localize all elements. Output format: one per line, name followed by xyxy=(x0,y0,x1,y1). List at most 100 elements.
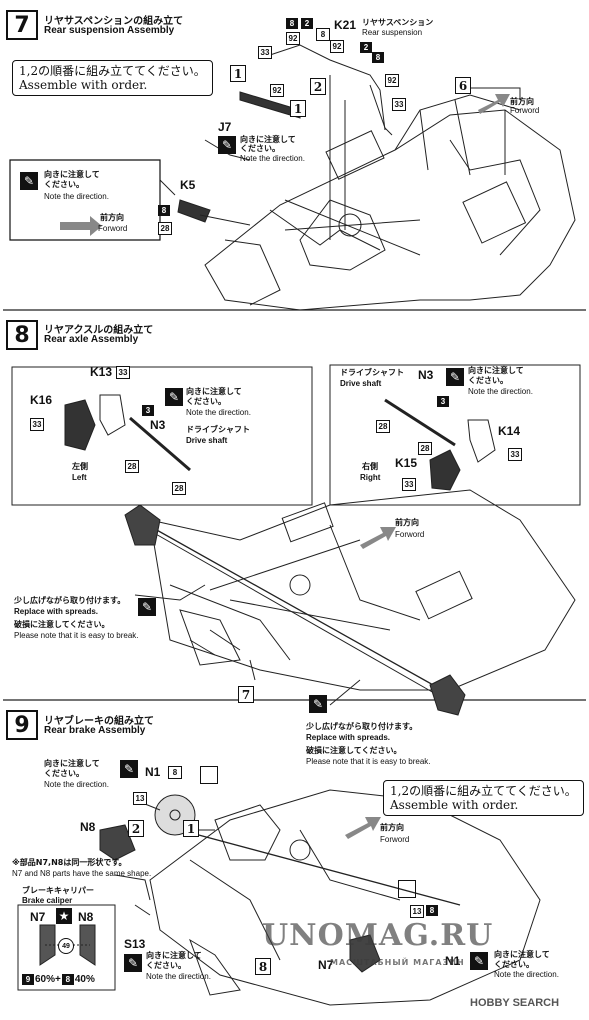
step-8-number: 8 xyxy=(6,320,38,350)
part-num: 33 xyxy=(508,448,522,461)
caliper-en: Brake caliper xyxy=(22,896,73,905)
left-jp: 左側 xyxy=(72,462,88,471)
forward-en: Forword xyxy=(395,530,425,539)
driveshaft-en: Drive shaft xyxy=(340,379,382,388)
ref-step-6: 6 xyxy=(455,77,471,94)
label-k16: K16 xyxy=(30,393,53,407)
step-9-title-en: Rear brake Assembly xyxy=(44,725,146,736)
part-num: 28 xyxy=(376,420,390,433)
label-k21: K21 xyxy=(334,18,357,32)
step-7-title-en: Rear suspension Assembly xyxy=(44,25,175,36)
part-num: 28 xyxy=(418,442,432,455)
step-7-title-jp: リヤサスペンションの組み立て xyxy=(44,16,184,27)
part-num: 3 xyxy=(142,405,154,416)
watermark-unomag: UNOMAG.RU xyxy=(262,918,494,953)
order-marker-1: 1 xyxy=(183,820,199,837)
break-en: Please note that it is easy to break. xyxy=(14,631,139,640)
star-icon: ★ xyxy=(56,908,72,924)
label-n1: N1 xyxy=(445,954,461,968)
forward-jp: 前方向 xyxy=(380,823,404,832)
part-num: 8 xyxy=(286,18,298,29)
part-num: 33 xyxy=(116,366,130,379)
paint-b: 8 xyxy=(61,974,74,985)
note-jp2: ください。 xyxy=(468,376,508,385)
note-en: Note the direction. xyxy=(146,972,211,981)
driveshaft-en: Drive shaft xyxy=(186,436,228,445)
break-jp: 破損に注意してください。 xyxy=(14,620,110,629)
note-direction-icon: ✎ xyxy=(218,136,236,154)
forward-jp: 前方向 xyxy=(100,213,124,222)
k21-en: Rear suspension xyxy=(362,28,423,37)
label-n7: N7 xyxy=(30,910,46,924)
part-num: 92 xyxy=(270,84,284,97)
note-jp2: ください。 xyxy=(186,397,226,406)
step-9-title-jp: リヤブレーキの組み立て xyxy=(44,716,154,727)
label-n8: N8 xyxy=(80,820,96,834)
note-jp: 向きに注意して xyxy=(494,950,550,959)
note-direction-icon: ✎ xyxy=(165,388,183,406)
part-num: 3 xyxy=(437,396,449,407)
caution-icon: ✎ xyxy=(309,695,327,713)
note-jp: 向きに注意して xyxy=(44,170,100,179)
paint-mix: 9 60%+ 8 40% xyxy=(22,974,95,985)
note-jp: 向きに注意して xyxy=(146,951,202,960)
part-num: 33 xyxy=(392,98,406,111)
label-s13: S13 xyxy=(124,937,146,951)
note-direction-icon: ✎ xyxy=(20,172,38,190)
part-num: 92 xyxy=(330,40,344,53)
part-num: 92 xyxy=(286,32,300,45)
part-num: 92 xyxy=(385,74,399,87)
label-n3: N3 xyxy=(418,368,434,382)
watermark-hobbysearch: HOBBY SEARCH xyxy=(470,997,560,1009)
note-direction-icon: ✎ xyxy=(120,760,138,778)
driveshaft-jp: ドライブシャフト xyxy=(340,368,404,377)
part-num: 8 xyxy=(168,766,182,779)
label-j7: J7 xyxy=(218,120,232,134)
part-num: 13 xyxy=(410,905,424,918)
watermark-sub: МАСШТАБНЫЙ МАГАЗИН xyxy=(330,958,465,967)
note-jp2: ください。 xyxy=(44,180,84,189)
part-num: 33 xyxy=(30,418,44,431)
step-8-title-jp: リヤアクスルの組み立て xyxy=(44,325,154,336)
note-jp2: ください。 xyxy=(494,960,534,969)
ref-step-7: 7 xyxy=(238,686,254,703)
part-num: 2 xyxy=(301,18,313,29)
part-num: 33 xyxy=(402,478,416,491)
break-en: Please note that it is easy to break. xyxy=(306,757,431,766)
note-jp2: ください。 xyxy=(146,961,186,970)
order-note-jp: 1,2の順番に組み立ててください。 xyxy=(19,64,206,78)
same-shape-en: N7 and N8 parts have the same shape. xyxy=(12,869,152,878)
order-marker-2: 2 xyxy=(310,78,326,95)
step-7-order-note: 1,2の順番に組み立ててください。 Assemble with order. xyxy=(12,60,213,96)
spread-en: Replace with spreads. xyxy=(306,733,391,742)
note-en: Note the direction. xyxy=(240,154,305,163)
part-num: 8 xyxy=(372,52,384,63)
spread-jp: 少し広げながら取り付けます。 xyxy=(306,722,418,731)
part-num: 28 xyxy=(172,482,186,495)
no-glue-icon xyxy=(200,766,218,784)
driveshaft-jp: ドライブシャフト xyxy=(186,425,250,434)
label-n8: N8 xyxy=(78,910,94,924)
note-jp2: ください。 xyxy=(240,144,280,153)
label-k13: K13 xyxy=(90,365,113,379)
note-en: Note the direction. xyxy=(468,387,533,396)
step-8-title-en: Rear axle Assembly xyxy=(44,334,139,345)
spread-jp: 少し広げながら取り付けます。 xyxy=(14,596,126,605)
order-note-en: Assemble with order. xyxy=(390,798,519,812)
step-7-number: 7 xyxy=(6,10,38,40)
paint-mix-b: 40% xyxy=(74,974,95,985)
order-note-en: Assemble with order. xyxy=(19,78,148,92)
spread-en: Replace with spreads. xyxy=(14,607,99,616)
forward-en: Forword xyxy=(510,106,540,115)
step-9-order-note: 1,2の順番に組み立ててください。 Assemble with order. xyxy=(383,780,584,816)
order-marker-1b: 1 xyxy=(290,100,306,117)
label-k15: K15 xyxy=(395,456,418,470)
right-en: Right xyxy=(360,473,381,482)
color-code-49: 49 xyxy=(58,938,74,954)
note-direction-icon: ✎ xyxy=(124,954,142,972)
k21-jp: リヤサスペンション xyxy=(362,18,434,27)
left-en: Left xyxy=(72,473,87,482)
paint-a: 9 xyxy=(22,974,34,985)
note-jp: 向きに注意して xyxy=(240,135,296,144)
